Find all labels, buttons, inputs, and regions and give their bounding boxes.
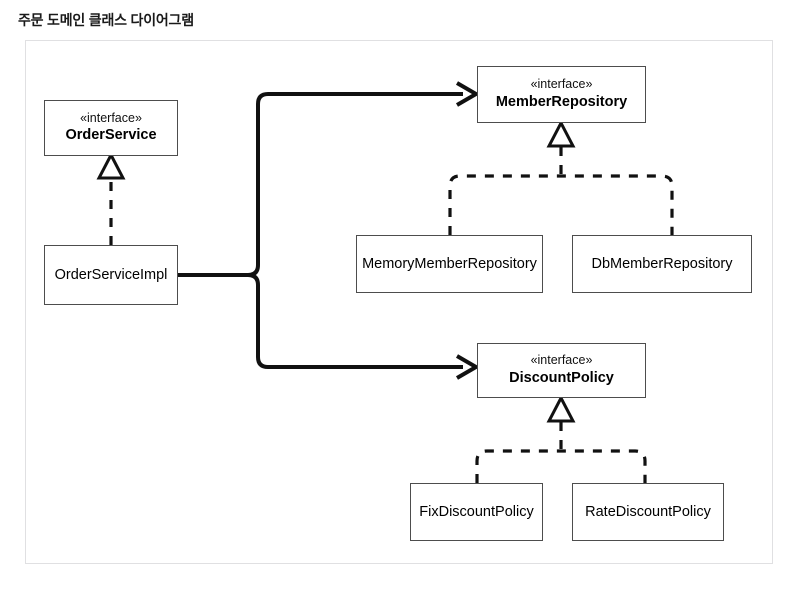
class-box-discount-policy[interactable]: «interface» DiscountPolicy <box>477 343 646 398</box>
class-name-member-repository: MemberRepository <box>495 93 628 110</box>
class-box-memory-member-repository[interactable]: MemoryMemberRepository <box>356 235 543 293</box>
hollow-triangle-icon-discount-policy <box>546 394 576 423</box>
page-title: 주문 도메인 클래스 다이어그램 <box>18 12 194 28</box>
connector-impl-realizes-order-service <box>96 151 126 245</box>
class-name-db-member-repository: DbMemberRepository <box>591 255 733 272</box>
class-name-discount-policy: DiscountPolicy <box>509 369 614 386</box>
class-name-order-service-impl: OrderServiceImpl <box>54 266 168 283</box>
class-box-order-service[interactable]: «interface» OrderService <box>44 100 178 156</box>
class-stereotype-member-repository: «interface» <box>530 77 593 92</box>
connector-impl-uses-repositories <box>178 81 480 380</box>
class-name-rate-discount-policy: RateDiscountPolicy <box>585 503 711 520</box>
class-box-rate-discount-policy[interactable]: RateDiscountPolicy <box>572 483 724 541</box>
class-stereotype-order-service: «interface» <box>80 110 142 125</box>
class-box-fix-discount-policy[interactable]: FixDiscountPolicy <box>410 483 543 541</box>
class-box-db-member-repository[interactable]: DbMemberRepository <box>572 235 752 293</box>
class-box-member-repository[interactable]: «interface» MemberRepository <box>477 66 646 123</box>
class-name-order-service: OrderService <box>65 127 157 144</box>
arrowhead-icon-member-repository <box>455 81 480 107</box>
hollow-triangle-icon-member-repository <box>546 119 576 148</box>
realization-bus-member-repository <box>448 174 674 235</box>
class-name-fix-discount-policy: FixDiscountPolicy <box>419 503 534 520</box>
class-name-memory-member-repository: MemoryMemberRepository <box>362 255 537 272</box>
realization-bus-discount-policy <box>475 449 647 483</box>
connector-member-repository-implementations <box>448 119 674 235</box>
class-stereotype-discount-policy: «interface» <box>530 353 593 368</box>
connector-discount-policy-implementations <box>475 394 647 483</box>
association-branch-discount-policy <box>247 273 463 369</box>
arrowhead-icon-discount-policy <box>455 354 480 380</box>
class-box-order-service-impl[interactable]: OrderServiceImpl <box>44 245 178 305</box>
hollow-triangle-icon-order-service <box>96 151 126 180</box>
